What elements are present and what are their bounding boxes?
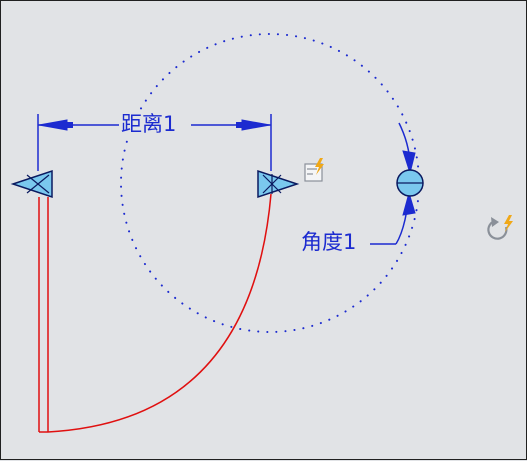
properties-lightning-icon[interactable] — [304, 158, 324, 182]
distance-dimension-label[interactable]: 距离1 — [120, 112, 178, 136]
right-endpoint-handle[interactable] — [257, 169, 300, 199]
properties-icon-bolt — [315, 158, 324, 175]
rotate-icon-arrowhead — [491, 217, 499, 227]
angle-arrow-bottom — [402, 191, 416, 216]
distance-arrow-right-tail — [236, 122, 242, 128]
door-geometry — [38, 193, 272, 433]
distance-dimension[interactable] — [37, 114, 272, 171]
swing-arc — [47, 193, 272, 433]
rotate-lightning-icon[interactable] — [487, 215, 513, 240]
angle-dimension-label[interactable]: 角度1 — [300, 230, 358, 254]
distance-arrow-left-tail — [67, 122, 73, 128]
right-handle-triangle — [257, 169, 300, 199]
rotate-icon-arc — [487, 219, 508, 240]
left-handle-triangle — [10, 169, 53, 199]
left-endpoint-handle[interactable] — [10, 169, 53, 199]
angle-arrow-top — [402, 150, 416, 175]
distance-arrow-right — [241, 119, 271, 131]
rotate-icon-bolt — [504, 215, 513, 232]
properties-icon-box — [304, 163, 323, 182]
distance-arrow-left — [38, 119, 68, 131]
left-handle-cross-b — [26, 174, 50, 194]
rotation-handle[interactable] — [396, 169, 424, 197]
